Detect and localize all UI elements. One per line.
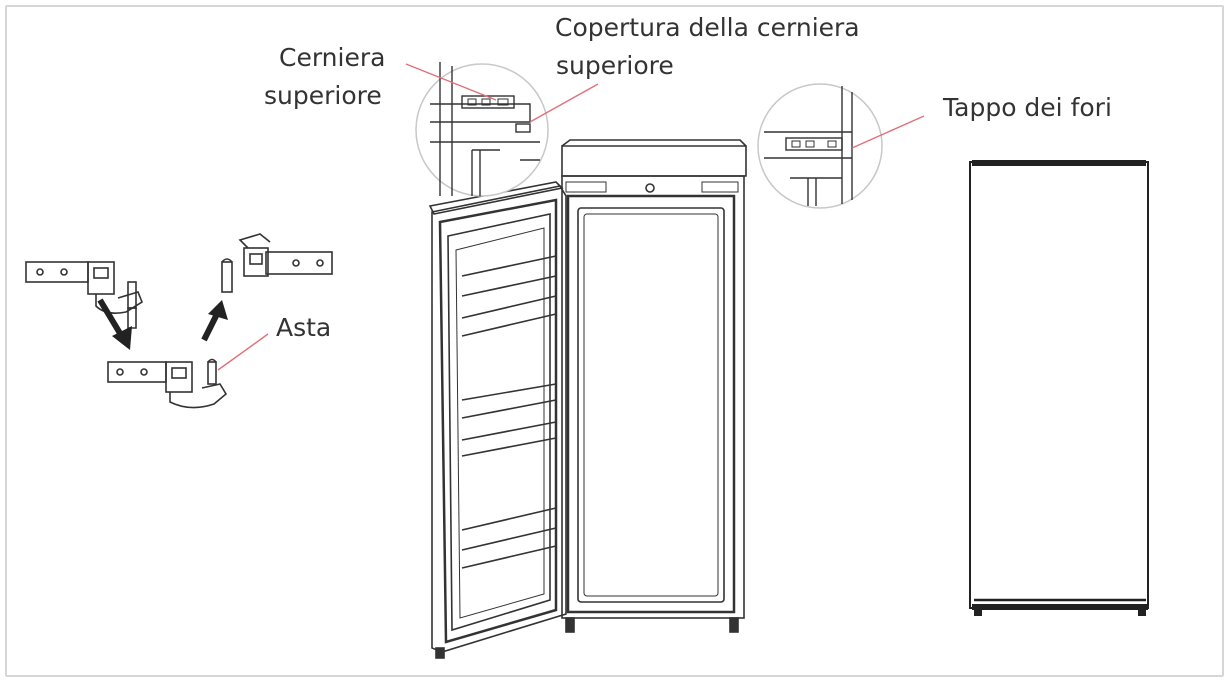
hole-cap-detail	[757, 83, 883, 209]
label-top-hinge-line2: superiore	[264, 81, 382, 110]
leader-lines	[405, 63, 925, 149]
hinge-before	[25, 261, 143, 329]
label-top-hinge-cover-line1: Copertura della cerniera	[555, 13, 860, 42]
rod-leader-line	[217, 333, 269, 371]
open-freezer	[428, 139, 747, 659]
diagram-frame	[5, 5, 1224, 677]
hinge-swap-illustration	[25, 233, 333, 409]
hinge-middle	[107, 358, 228, 409]
label-top-hinge-line1: Cerniera	[279, 43, 386, 72]
closed-freezer	[969, 160, 1149, 616]
swap-arrows	[97, 298, 228, 350]
hinge-after	[221, 233, 333, 293]
top-hinge-detail	[415, 62, 549, 197]
label-rod: Asta	[276, 313, 332, 342]
label-hole-cap: Tappo dei fori	[943, 93, 1112, 122]
label-top-hinge-cover-line2: superiore	[556, 51, 674, 80]
